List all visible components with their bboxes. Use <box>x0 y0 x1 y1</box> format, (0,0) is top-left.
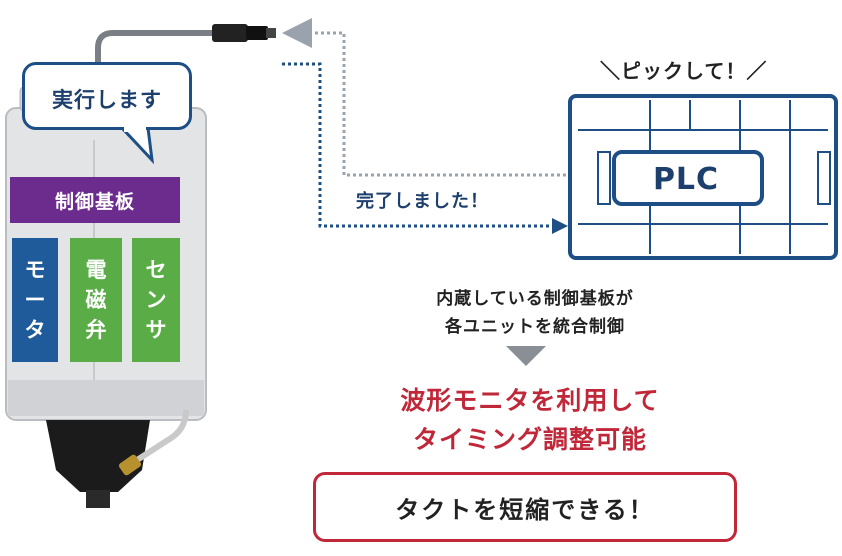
motor-char: タ <box>25 315 46 345</box>
valve-char: 弁 <box>86 315 107 345</box>
motor-char: ー <box>25 285 46 315</box>
plc-label: PLC <box>612 154 760 204</box>
sensor-char: セ <box>146 255 167 285</box>
speech-bubble: 実行します <box>22 62 192 130</box>
sensor-char: サ <box>146 315 167 345</box>
plc-right-slot <box>818 152 830 204</box>
valve-char: 磁 <box>86 285 107 315</box>
pick-signal-line <box>310 33 566 175</box>
highlight-line-1: 波形モニタを利用して <box>330 381 730 417</box>
result-text: タクトを短縮できる！ <box>395 490 655 525</box>
valve-char: 電 <box>86 255 107 285</box>
motor-char: モ <box>25 255 46 285</box>
pick-arrowhead <box>282 18 312 48</box>
solenoid-valve-block: 電 磁 弁 <box>70 238 122 362</box>
motor-block: モ ー タ <box>12 238 58 362</box>
connector <box>212 24 276 42</box>
sensor-block: セ ン サ <box>132 238 180 362</box>
down-arrow-icon <box>506 346 546 366</box>
sensor-char: ン <box>146 285 167 315</box>
result-box: タクトを短縮できる！ <box>313 472 737 542</box>
done-message: 完了しました！ <box>356 187 489 213</box>
pick-message: ＼ピックして！／ <box>600 55 767 84</box>
bubble-tail-mask <box>124 126 146 132</box>
highlight-line-2: タイミング調整可能 <box>330 420 730 456</box>
plc-left-slot <box>598 152 610 204</box>
control-board-label: 制御基板 <box>10 177 180 223</box>
speech-bubble-text: 実行します <box>25 84 189 114</box>
done-arrowhead <box>552 218 568 234</box>
description-line-1: 内蔵している制御基板が <box>370 284 700 309</box>
description-line-2: 各ユニットを統合制御 <box>370 312 700 337</box>
